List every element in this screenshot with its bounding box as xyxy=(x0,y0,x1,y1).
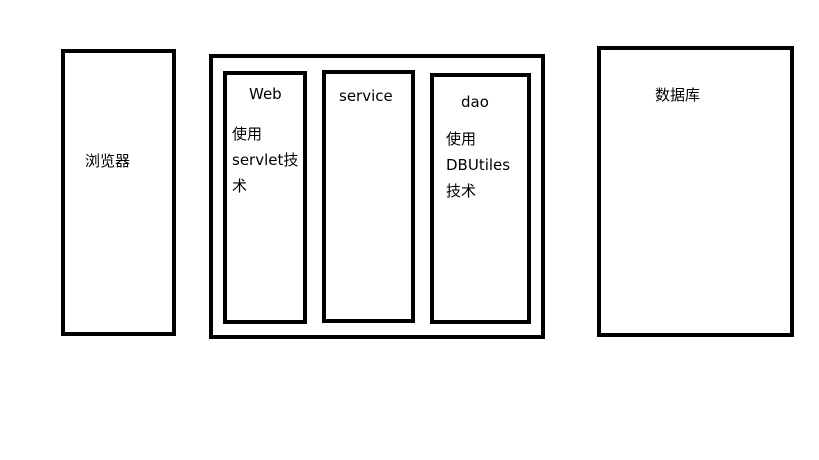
browser-label: 浏览器 xyxy=(85,152,131,170)
database-box xyxy=(597,46,794,337)
dao-layer-description: 使用 DBUtiles 技术 xyxy=(446,130,511,200)
dao-layer-title: dao xyxy=(461,93,489,111)
web-layer-description: 使用 servlet技 术 xyxy=(232,125,299,195)
database-label: 数据库 xyxy=(655,86,701,104)
web-layer-box xyxy=(223,71,307,324)
web-layer-title: Web xyxy=(249,85,282,103)
browser-box xyxy=(61,49,176,336)
dao-layer-box xyxy=(430,73,531,324)
service-layer-box xyxy=(322,70,415,323)
service-layer-title: service xyxy=(339,87,393,105)
